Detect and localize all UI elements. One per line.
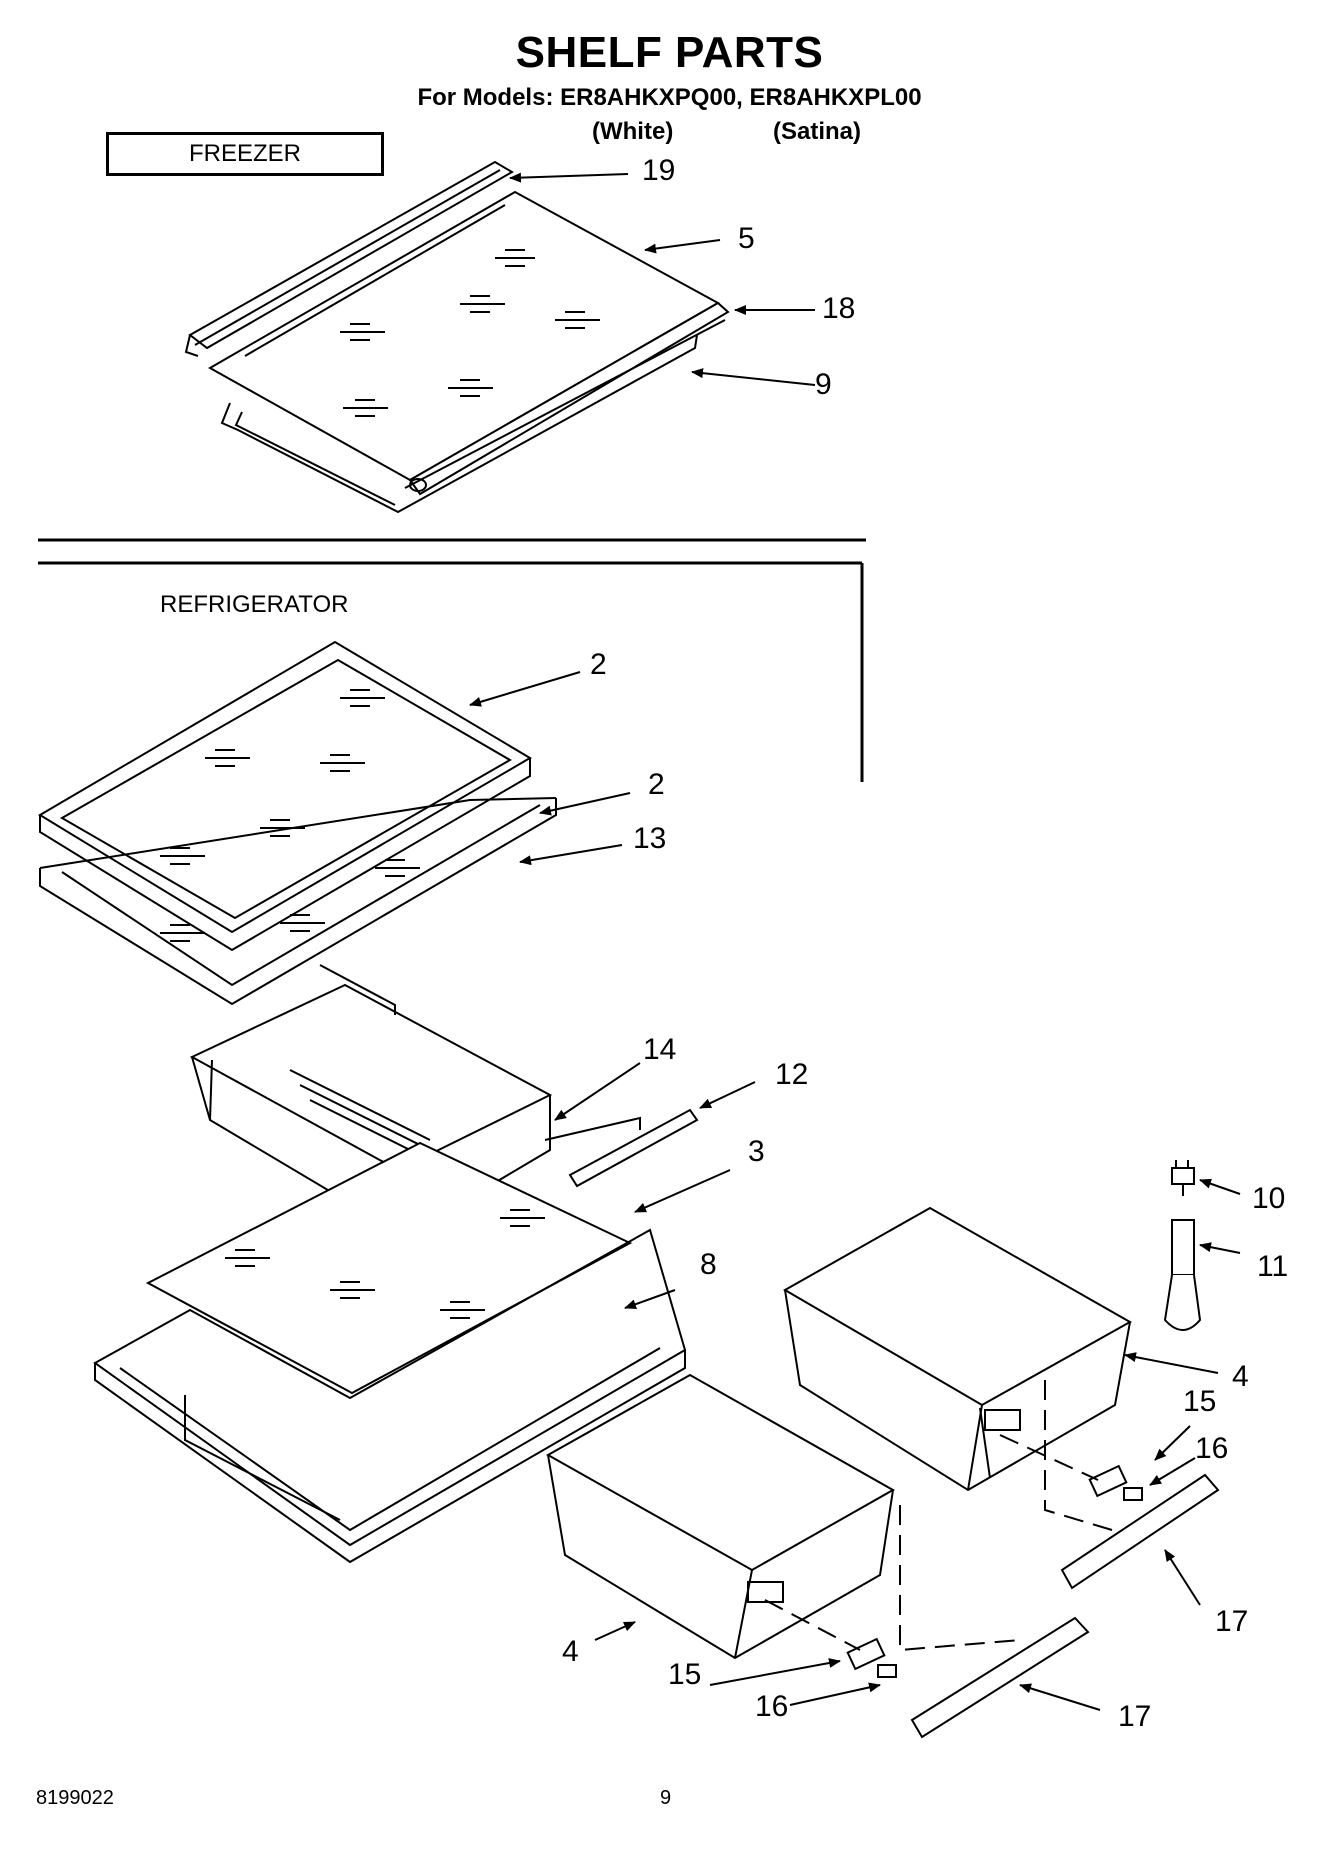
part-4-crisper-left [545, 1373, 896, 1660]
variant-white-label: (White) [592, 118, 674, 145]
freezer-section-label: FREEZER [106, 132, 384, 176]
callout-9: 9 [815, 368, 832, 401]
assembly-line-1 [999, 1434, 1099, 1481]
part-2-shelf-upper [38, 640, 532, 934]
callout-8: 8 [700, 1248, 717, 1281]
part-8-crisper-frame [93, 1228, 687, 1564]
part-3-glass-shelf [145, 1141, 633, 1395]
callout-11: 11 [1257, 1250, 1289, 1283]
part-13-shelf-frame [39, 797, 557, 987]
part-12-rail [568, 1108, 699, 1188]
callout-17-right: 17 [1215, 1605, 1249, 1638]
callout-15-left: 15 [668, 1658, 702, 1691]
callout-18: 18 [822, 292, 856, 325]
callout-15-right: 15 [1183, 1385, 1217, 1418]
callout-arrows [469, 172, 1241, 1711]
part-15-bracket-right [1088, 1464, 1128, 1498]
callout-17-left: 17 [1118, 1700, 1152, 1733]
callout-4-left: 4 [562, 1635, 579, 1668]
part-4-crisper-right [782, 1206, 1133, 1492]
callout-3: 3 [748, 1135, 765, 1168]
callout-4-right: 4 [1232, 1360, 1249, 1393]
part-9-frame [220, 334, 698, 514]
part-14-rail-line [544, 1116, 641, 1141]
assembly-line-2 [1044, 1380, 1113, 1531]
page-number: 9 [660, 1787, 672, 1809]
part-17-handle-right [1060, 1473, 1220, 1590]
callout-5: 5 [738, 222, 755, 255]
page-title: SHELF PARTS [515, 28, 824, 77]
part-17-handle-left [910, 1616, 1090, 1739]
glass-reflection-marks [340, 249, 600, 417]
part-19-front-trim [184, 160, 514, 357]
callout-16-left: 16 [755, 1690, 789, 1723]
part-5-glass-shelf [207, 190, 721, 482]
variant-satina-label: (Satina) [773, 118, 862, 145]
callout-12: 12 [775, 1058, 809, 1091]
part-11-control [1163, 1219, 1202, 1331]
freezer-label-text: FREEZER [188, 140, 301, 167]
callout-14: 14 [643, 1033, 677, 1066]
refrigerator-section-label: REFRIGERATOR [160, 591, 349, 618]
part-16-clip-left [877, 1664, 897, 1678]
part-10-plug [1171, 1160, 1195, 1196]
part-15-bracket-left [846, 1637, 886, 1671]
document-number: 8199022 [36, 1787, 114, 1809]
models-subtitle: For Models: ER8AHKXPQ00, ER8AHKXPL00 [417, 84, 922, 111]
assembly-line-4 [899, 1505, 1021, 1652]
callout-10: 10 [1252, 1182, 1286, 1215]
callout-19: 19 [642, 154, 676, 187]
assembly-line-3 [764, 1599, 861, 1651]
part-18-rear-trim [404, 301, 730, 496]
callout-16-right: 16 [1195, 1432, 1229, 1465]
callout-13: 13 [633, 822, 667, 855]
part-16-clip-right [1123, 1487, 1143, 1501]
glass-reflection-marks-fridge [160, 689, 420, 942]
callout-2-upper: 2 [590, 648, 607, 681]
callout-2-lower: 2 [648, 768, 665, 801]
